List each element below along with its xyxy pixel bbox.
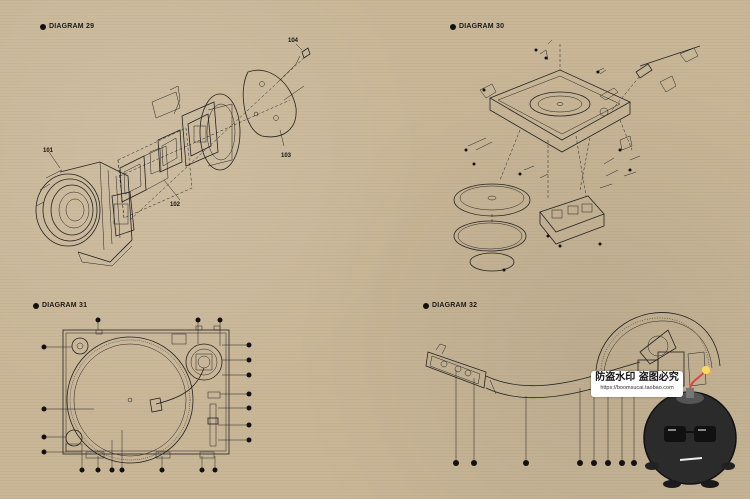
callout-102: 102	[170, 202, 181, 208]
watermark-badge: 防盗水印 盗图必究 https://boomsucai.taobao.com	[591, 371, 683, 397]
bullet-icon	[40, 23, 46, 30]
watermark-url: https://boomsucai.taobao.com	[600, 385, 674, 391]
diagram-29-drawing	[35, 43, 311, 267]
lens-assembly	[35, 161, 135, 267]
diagram-30-drawing	[453, 39, 701, 272]
filter-plates	[119, 85, 219, 203]
shutter-disc	[199, 93, 241, 171]
bullet-icon	[33, 302, 39, 309]
callout-103: 103	[281, 153, 292, 159]
diagram-29-title: DIAGRAM 29	[40, 23, 94, 30]
diagram-30-title: DIAGRAM 30	[450, 23, 504, 30]
diagram-32-title: DIAGRAM 32	[423, 302, 477, 309]
bullet-icon	[450, 23, 456, 30]
bomb-mascot-icon	[643, 366, 737, 488]
callout-101: 101	[43, 148, 54, 154]
watermark-main-text: 防盗水印 盗图必究	[595, 372, 679, 383]
diagram-31-drawing	[41, 317, 252, 473]
back-plate	[242, 55, 305, 138]
bullet-icon	[423, 302, 429, 309]
callout-104: 104	[288, 38, 299, 44]
diagram-31-title: DIAGRAM 31	[33, 302, 87, 309]
